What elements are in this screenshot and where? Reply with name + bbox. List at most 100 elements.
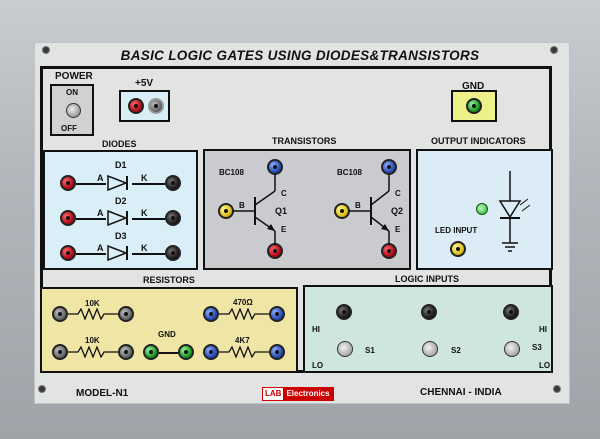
power-on-label: ON bbox=[66, 88, 78, 97]
wire bbox=[159, 352, 178, 354]
resistor-terminal[interactable] bbox=[203, 306, 219, 322]
resistor-value: 470Ω bbox=[233, 298, 253, 307]
npn-transistor-icon bbox=[233, 175, 276, 245]
wire bbox=[132, 218, 165, 220]
lo-label: LO bbox=[312, 361, 324, 370]
collector-label: C bbox=[281, 189, 287, 198]
transistors-box: BC108 C B E Q1 BC108 C B E Q2 bbox=[203, 149, 411, 270]
emitter-label: E bbox=[395, 225, 401, 234]
power-switch-box bbox=[50, 84, 94, 136]
transistors-label: TRANSISTORS bbox=[272, 136, 337, 146]
gnd-terminal[interactable] bbox=[143, 344, 159, 360]
diode-anode-terminal[interactable] bbox=[60, 245, 76, 261]
toggle-switch-icon[interactable] bbox=[337, 341, 353, 357]
output-box: LED INPUT bbox=[416, 149, 553, 270]
transistor-name: Q2 bbox=[391, 206, 404, 216]
power-label: POWER bbox=[55, 71, 93, 82]
npn-transistor-icon bbox=[349, 175, 390, 245]
gnd-label: GND bbox=[158, 330, 176, 339]
switch-label: S2 bbox=[451, 346, 461, 355]
diodes-box: A D1 K A D2 K A D3 K bbox=[43, 150, 198, 270]
brand-right: Electronics bbox=[283, 388, 333, 400]
model-label: MODEL-N1 bbox=[76, 388, 129, 399]
power-off-label: OFF bbox=[61, 124, 77, 133]
screw-icon bbox=[553, 385, 561, 393]
diode-cathode-terminal[interactable] bbox=[165, 175, 181, 191]
resistor-terminal[interactable] bbox=[118, 306, 134, 322]
resistor-value: 10K bbox=[85, 299, 100, 308]
collector-terminal[interactable] bbox=[267, 159, 283, 175]
led-input-terminal[interactable] bbox=[450, 241, 466, 257]
diode-name: D2 bbox=[115, 196, 127, 206]
diodes-label: DIODES bbox=[102, 139, 137, 149]
base-terminal[interactable] bbox=[218, 203, 234, 219]
emitter-terminal[interactable] bbox=[267, 243, 283, 259]
diode-anode-terminal[interactable] bbox=[60, 175, 76, 191]
switch-label: S1 bbox=[365, 346, 375, 355]
diode-icon bbox=[107, 245, 129, 261]
screw-icon bbox=[42, 46, 50, 54]
brand-left: LAB bbox=[263, 388, 284, 400]
resistor-icon bbox=[68, 346, 118, 358]
supply-terminal[interactable] bbox=[128, 98, 144, 114]
led-icon bbox=[476, 203, 488, 215]
transistor-type: BC108 bbox=[219, 168, 244, 177]
led-input-label: LED INPUT bbox=[435, 226, 478, 235]
resistor-terminal[interactable] bbox=[269, 344, 285, 360]
logic-output-terminal[interactable] bbox=[421, 304, 437, 320]
base-terminal[interactable] bbox=[334, 203, 350, 219]
wire bbox=[132, 253, 165, 255]
resistor-terminal[interactable] bbox=[52, 344, 68, 360]
logic-inputs-label: LOGIC INPUTS bbox=[395, 274, 460, 284]
resistor-icon bbox=[219, 346, 269, 358]
emitter-terminal[interactable] bbox=[381, 243, 397, 259]
gnd-terminal[interactable] bbox=[466, 98, 482, 114]
diode-anode-terminal[interactable] bbox=[60, 210, 76, 226]
wire bbox=[76, 218, 106, 220]
toggle-switch-icon[interactable] bbox=[66, 103, 81, 118]
led-symbol-icon bbox=[498, 171, 531, 252]
resistors-box: 10K 10K GND 470Ω 4K7 bbox=[40, 287, 298, 373]
anode-label: A bbox=[97, 173, 104, 183]
screw-icon bbox=[38, 385, 46, 393]
brand-logo: LAB Electronics bbox=[262, 387, 334, 401]
resistor-value: 4K7 bbox=[235, 336, 250, 345]
collector-terminal[interactable] bbox=[381, 159, 397, 175]
output-label: OUTPUT INDICATORS bbox=[431, 136, 526, 146]
gnd-terminal[interactable] bbox=[178, 344, 194, 360]
resistor-terminal[interactable] bbox=[269, 306, 285, 322]
cathode-label: K bbox=[141, 243, 148, 253]
resistor-terminal[interactable] bbox=[203, 344, 219, 360]
hi-label: HI bbox=[539, 325, 547, 334]
diode-cathode-terminal[interactable] bbox=[165, 245, 181, 261]
screw-icon bbox=[550, 46, 558, 54]
supply-label: +5V bbox=[135, 78, 154, 89]
resistor-icon bbox=[68, 308, 118, 320]
supply-led bbox=[148, 98, 164, 114]
transistor-type: BC108 bbox=[337, 168, 362, 177]
resistor-terminal[interactable] bbox=[52, 306, 68, 322]
logic-output-terminal[interactable] bbox=[336, 304, 352, 320]
cathode-label: K bbox=[141, 208, 148, 218]
logic-inputs-box: HI LO HI LO S1 S2 S3 bbox=[303, 285, 553, 373]
toggle-switch-icon[interactable] bbox=[504, 341, 520, 357]
diode-cathode-terminal[interactable] bbox=[165, 210, 181, 226]
toggle-switch-icon[interactable] bbox=[422, 341, 438, 357]
base-label: B bbox=[239, 201, 245, 210]
base-label: B bbox=[355, 201, 361, 210]
diode-icon bbox=[107, 175, 129, 191]
wire bbox=[76, 183, 106, 185]
anode-label: A bbox=[97, 243, 104, 253]
resistor-terminal[interactable] bbox=[118, 344, 134, 360]
resistors-label: RESISTORS bbox=[143, 275, 195, 285]
diode-name: D3 bbox=[115, 231, 127, 241]
gnd-label: GND bbox=[462, 81, 485, 92]
anode-label: A bbox=[97, 208, 104, 218]
collector-label: C bbox=[395, 189, 401, 198]
lo-label: LO bbox=[539, 361, 551, 370]
hi-label: HI bbox=[312, 325, 320, 334]
logic-output-terminal[interactable] bbox=[503, 304, 519, 320]
transistor-name: Q1 bbox=[275, 206, 288, 216]
gnd-box bbox=[451, 90, 497, 122]
diode-icon bbox=[107, 210, 129, 226]
